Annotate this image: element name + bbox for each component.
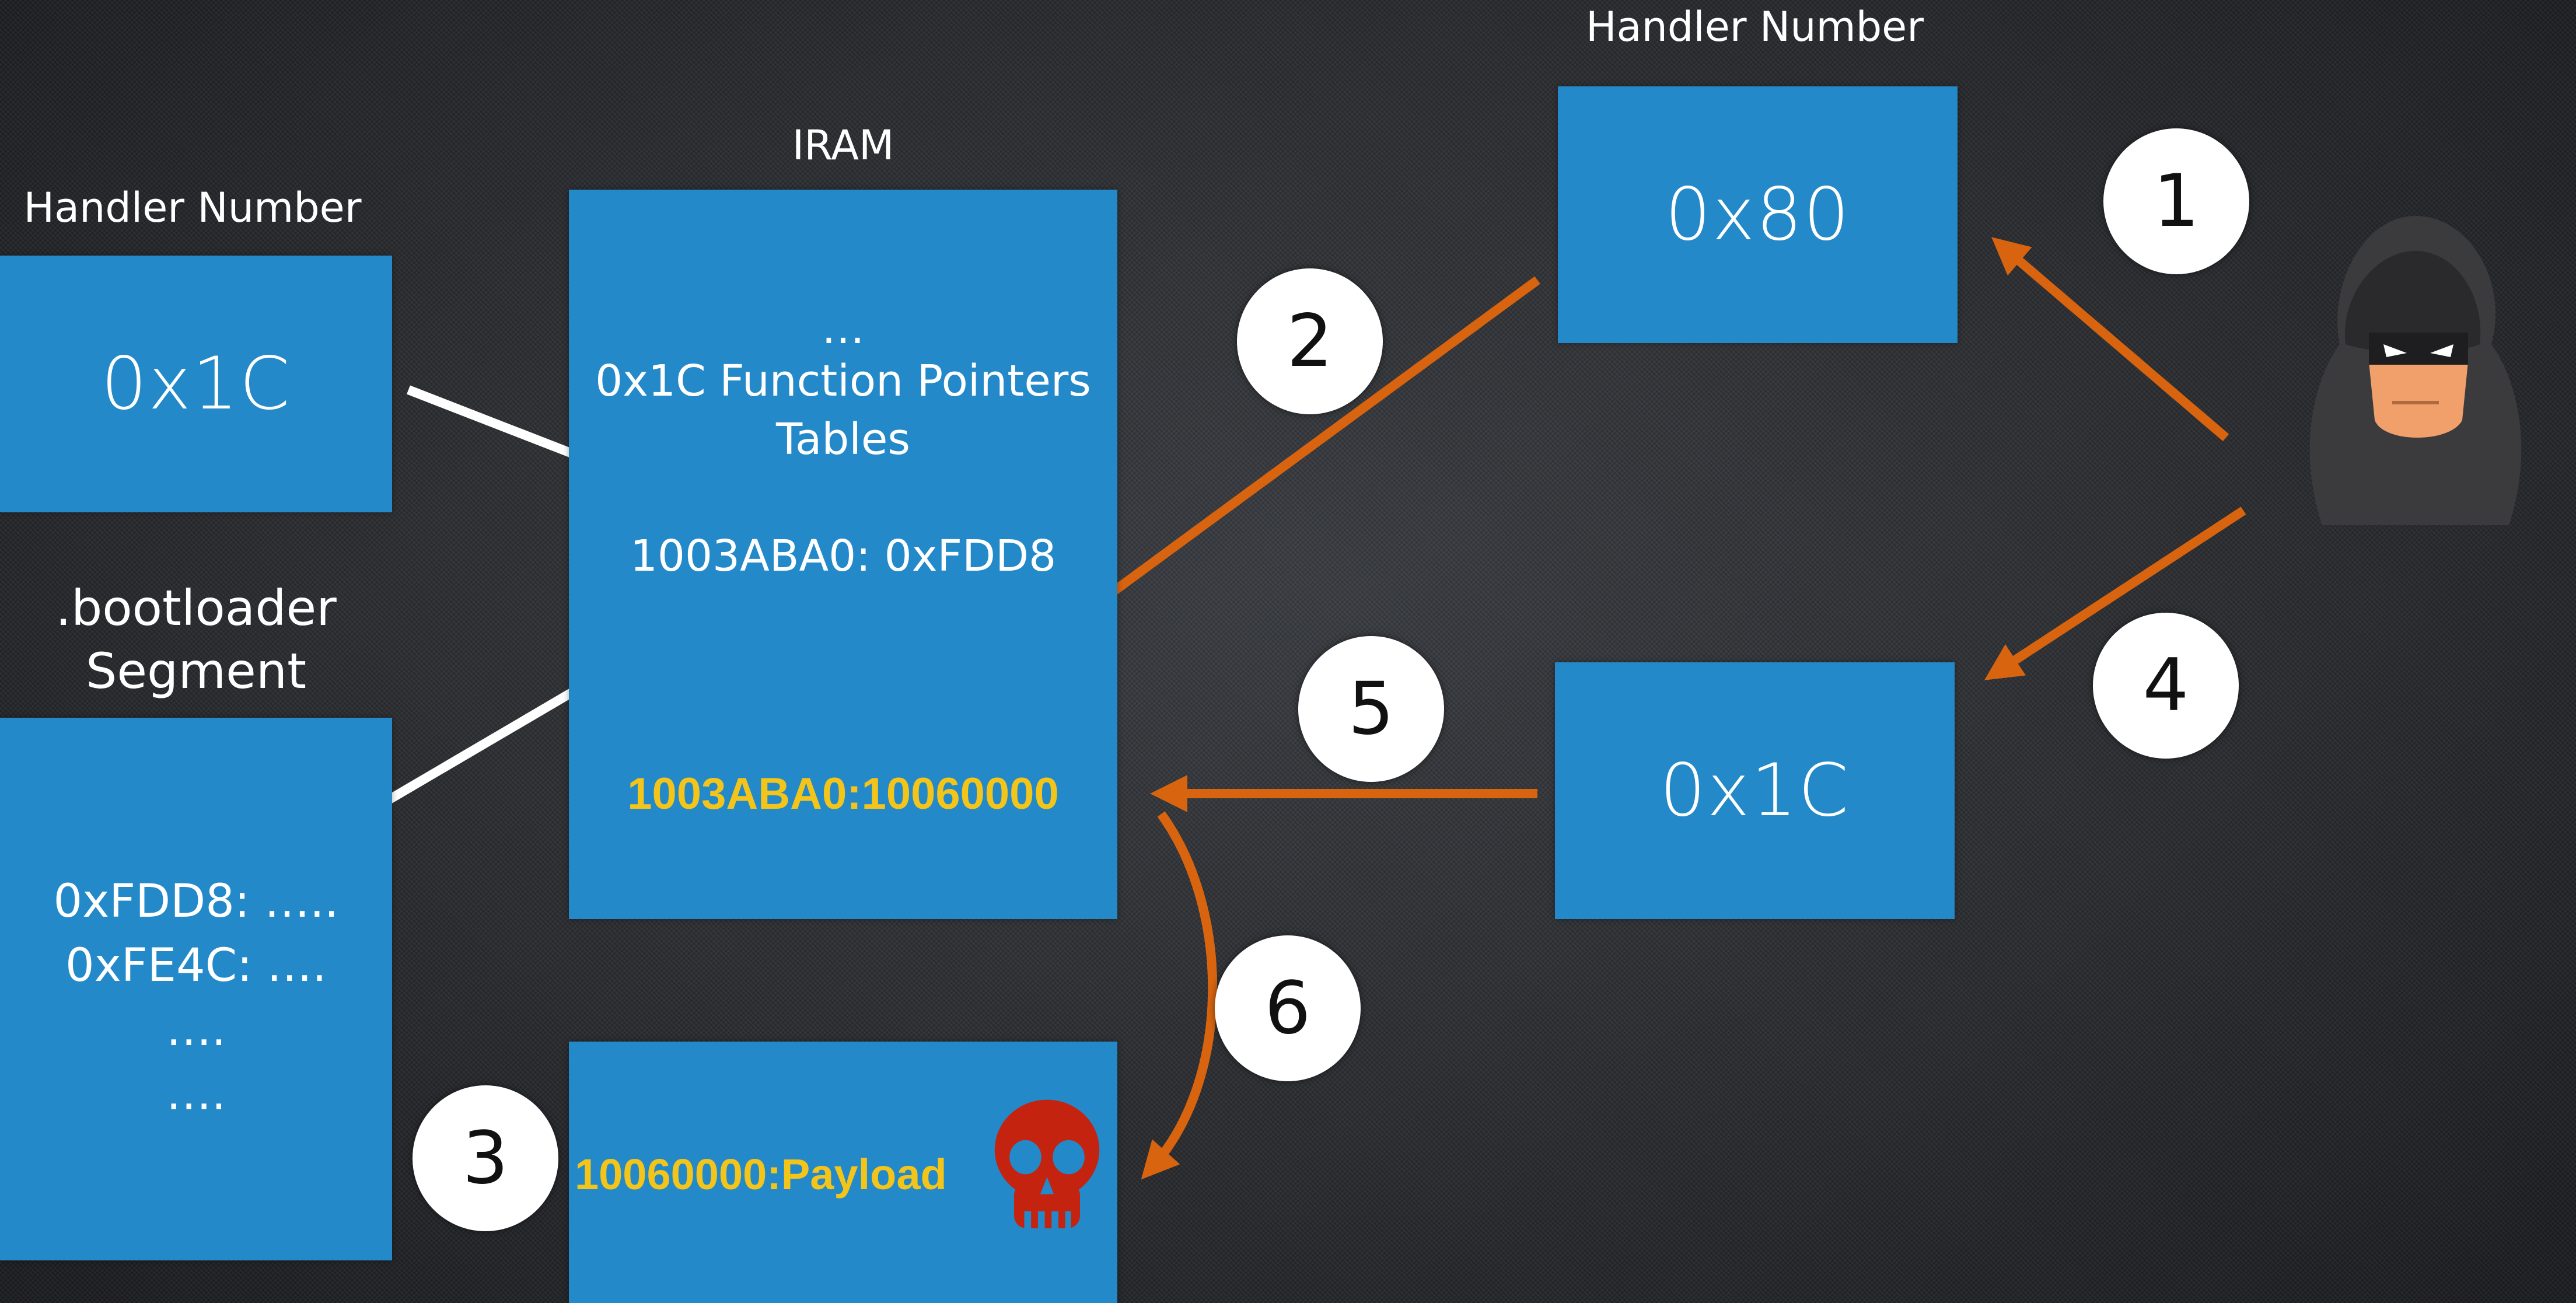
payload-label: 10060000:Payload [575, 1150, 947, 1199]
payload-box: 10060000:Payload [569, 1042, 1117, 1303]
iram-table-line2: Tables [776, 414, 910, 464]
iram-title: IRAM [792, 121, 894, 169]
skull-icon [994, 1099, 1100, 1234]
bootloader-line: …. [166, 1004, 226, 1056]
bootloader-title: .bootloader Segment [0, 577, 392, 703]
bootloader-line: …. [166, 1068, 226, 1120]
bootloader-line: 0xFDD8: ….. [53, 875, 339, 928]
iram-dots: … [822, 303, 865, 354]
bootloader-segment-box: 0xFDD8: ….. 0xFE4C: …. …. …. [0, 718, 392, 1260]
left-handler-box: 0x1C [0, 256, 392, 512]
iram-table-box: … 0x1C Function Pointers Tables 1003ABA0… [569, 190, 1117, 919]
iram-entry: 1003ABA0: 0xFDD8 [630, 531, 1057, 581]
arrow-step-1 [1991, 237, 2229, 442]
bootloader-line: 0xFE4C: …. [65, 939, 327, 992]
arrow-step-6 [1141, 811, 1218, 1180]
right-handler-value-top: 0x80 [1665, 173, 1851, 257]
right-handler-box-bottom: 0x1C [1555, 662, 1955, 919]
hooded-attacker-icon [2309, 216, 2522, 525]
iram-table-line1: 0x1C Function Pointers [595, 356, 1091, 406]
step-1-badge: 1 [2103, 128, 2249, 274]
left-handler-value: 0x1C [101, 342, 291, 426]
step-5-badge: 5 [1298, 636, 1444, 782]
left-handler-label: Handler Number [23, 184, 362, 232]
iram-patched-entry: 1003ABA0:10060000 [627, 769, 1059, 819]
arrow-step-4 [1984, 506, 2246, 680]
right-handler-label: Handler Number [1585, 3, 1924, 51]
bootloader-title-line2: Segment [86, 642, 306, 700]
step-2-badge: 2 [1237, 268, 1383, 414]
step-4-badge: 4 [2093, 613, 2239, 759]
bootloader-title-line1: .bootloader [55, 579, 337, 637]
right-handler-box-top: 0x80 [1558, 86, 1958, 343]
right-handler-value-bottom: 0x1C [1659, 749, 1850, 833]
step-3-badge: 3 [413, 1085, 558, 1231]
step-6-badge: 6 [1215, 935, 1361, 1081]
